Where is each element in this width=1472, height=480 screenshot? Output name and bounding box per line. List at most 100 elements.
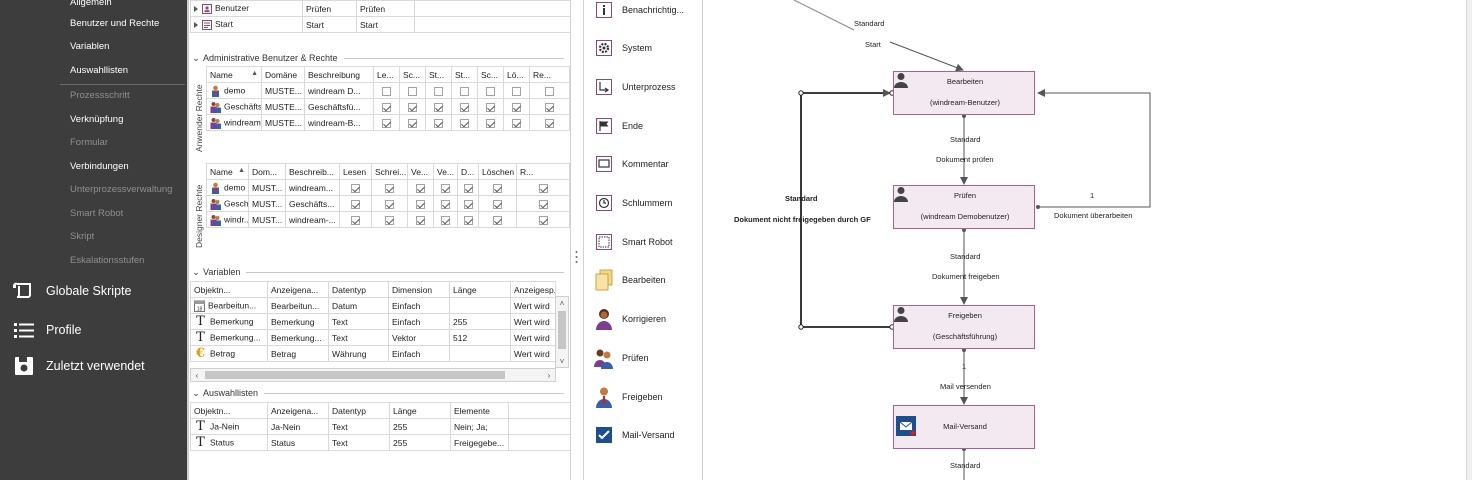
permission-checkbox[interactable]	[382, 86, 391, 96]
column-header[interactable]: Löschen	[478, 163, 517, 180]
permission-checkbox[interactable]	[545, 86, 554, 96]
permission-checkbox[interactable]	[463, 199, 473, 209]
permission-checkbox[interactable]	[434, 102, 443, 112]
permission-checkbox[interactable]	[538, 215, 548, 225]
column-header[interactable]: Dimension	[388, 281, 450, 298]
permission-checkbox[interactable]	[416, 183, 425, 193]
palette-item-benachrichtig[interactable]: Benachrichtig...	[594, 0, 684, 21]
connector-nicht-freigegeben[interactable]	[800, 89, 892, 328]
column-header[interactable]: Datentyp	[328, 281, 389, 298]
column-header[interactable]: R...	[516, 163, 570, 180]
permission-checkbox[interactable]	[493, 215, 502, 225]
vertical-scrollbar[interactable]: ˄ ˅	[555, 296, 569, 368]
permission-checkbox[interactable]	[382, 102, 391, 112]
column-header[interactable]: Sc...	[399, 66, 426, 83]
permission-checkbox[interactable]	[486, 86, 495, 96]
permission-checkbox[interactable]	[385, 215, 394, 225]
permission-checkbox[interactable]	[545, 118, 554, 128]
column-header[interactable]: Beschreibung	[304, 66, 374, 83]
column-header[interactable]: Dom...	[248, 163, 286, 180]
column-header[interactable]: Name▲	[206, 163, 249, 180]
permission-checkbox[interactable]	[351, 199, 360, 209]
column-header[interactable]: Objektn...	[190, 281, 268, 298]
node-pruefen[interactable]: Prüfen (windream Demobenutzer)	[893, 185, 1035, 229]
permission-checkbox[interactable]	[512, 86, 521, 96]
permission-checkbox[interactable]	[385, 183, 394, 193]
column-header[interactable]: Sc...	[477, 66, 504, 83]
column-header[interactable]: Lö...	[503, 66, 530, 83]
palette-item-mail-versand[interactable]: Mail-Versand	[594, 424, 675, 446]
permission-checkbox[interactable]	[493, 183, 502, 193]
permission-checkbox[interactable]	[385, 199, 394, 209]
nav-profile[interactable]: Profile	[12, 319, 81, 341]
expand-icon[interactable]	[194, 5, 198, 12]
palette-item-kommentar[interactable]: Kommentar	[594, 153, 669, 175]
permission-checkbox[interactable]	[486, 118, 495, 128]
permission-checkbox[interactable]	[441, 199, 450, 209]
palette-item-freigeben[interactable]: Freigeben	[594, 386, 663, 408]
palette-item-schlummern[interactable]: Schlummern	[594, 192, 673, 214]
column-header[interactable]: Beschreib...	[285, 163, 340, 180]
column-header[interactable]: Schrei...	[371, 163, 408, 180]
column-header[interactable]: St...	[451, 66, 478, 83]
column-header[interactable]: Domäne	[261, 66, 305, 83]
nav-item-auswahllisten[interactable]: Auswahllisten	[70, 65, 129, 76]
permission-checkbox[interactable]	[460, 118, 469, 128]
nav-item-verbindungen[interactable]: Verbindungen	[70, 161, 129, 172]
column-header[interactable]: Ve...	[407, 163, 434, 180]
permission-checkbox[interactable]	[408, 118, 417, 128]
table-row[interactable]: Gesch...MUST...Geschäfts...	[206, 195, 570, 212]
section-header-variablen[interactable]: ⌄ Variablen	[189, 266, 570, 278]
palette-item-unterprozess[interactable]: Unterprozess	[594, 76, 676, 98]
permission-checkbox[interactable]	[460, 102, 469, 112]
permission-checkbox[interactable]	[416, 199, 425, 209]
column-header[interactable]: Anzeigena...	[267, 402, 329, 419]
nav-zuletzt-verwendet[interactable]: Zuletzt verwendet	[12, 355, 145, 377]
table-row[interactable]: €Betrag Betrag Währung Einfach Wert wird	[190, 345, 556, 362]
column-header[interactable]: Le...	[373, 66, 400, 83]
permission-checkbox[interactable]	[538, 183, 548, 193]
section-header-admin[interactable]: ⌄ Administrative Benutzer & Rechte	[189, 52, 570, 64]
nav-item-allgemein[interactable]: Allgemein	[70, 0, 112, 8]
permission-checkbox[interactable]	[460, 86, 469, 96]
table-row[interactable]: windream...MUSTE...windream-B...	[206, 114, 570, 131]
nav-item-verknuepfung[interactable]: Verknüpfung	[70, 114, 124, 125]
nav-globale-skripte[interactable]: Globale Skripte	[12, 280, 131, 302]
permission-checkbox[interactable]	[351, 183, 360, 193]
permission-checkbox[interactable]	[434, 86, 443, 96]
permission-checkbox[interactable]	[382, 118, 391, 128]
column-header[interactable]: Name▲	[206, 66, 262, 83]
permission-checkbox[interactable]	[463, 215, 473, 225]
scroll-up-icon[interactable]: ˄	[559, 298, 565, 308]
permission-checkbox[interactable]	[441, 183, 450, 193]
scroll-thumb[interactable]	[558, 311, 566, 349]
palette-item-system[interactable]: System	[594, 37, 652, 59]
nav-item-variablen[interactable]: Variablen	[70, 41, 110, 52]
permission-checkbox[interactable]	[416, 215, 425, 225]
column-header[interactable]: Datentyp	[328, 402, 390, 419]
permission-checkbox[interactable]	[493, 199, 502, 209]
section-header-auswahllisten[interactable]: ⌄ Auswahllisten	[189, 387, 570, 399]
permission-checkbox[interactable]	[441, 215, 450, 225]
permission-checkbox[interactable]	[486, 102, 495, 112]
connector[interactable]	[793, 0, 855, 31]
palette-item-bearbeiten[interactable]: Bearbeiten	[594, 269, 666, 291]
column-header[interactable]: Re...	[529, 66, 570, 83]
palette-item-korrigieren[interactable]: Korrigieren	[594, 308, 666, 330]
palette-item-prüfen[interactable]: Prüfen	[594, 347, 649, 369]
palette-item-ende[interactable]: Ende	[594, 115, 643, 137]
column-header[interactable]: Objektn...	[190, 402, 268, 419]
node-mail-versand[interactable]: Mail-Versand	[893, 405, 1035, 449]
nav-item-benutzer-und-rechte[interactable]: Benutzer und Rechte	[70, 18, 160, 29]
scroll-left-icon[interactable]: ‹	[195, 370, 199, 380]
permission-checkbox[interactable]	[463, 183, 473, 193]
horizontal-scrollbar[interactable]: ‹ ›	[190, 368, 556, 382]
splitter-grip-icon[interactable]	[575, 250, 578, 264]
permission-checkbox[interactable]	[351, 215, 360, 225]
workflow-canvas[interactable]: Standard Start Bearbeiten (windream-Benu…	[704, 0, 1472, 480]
